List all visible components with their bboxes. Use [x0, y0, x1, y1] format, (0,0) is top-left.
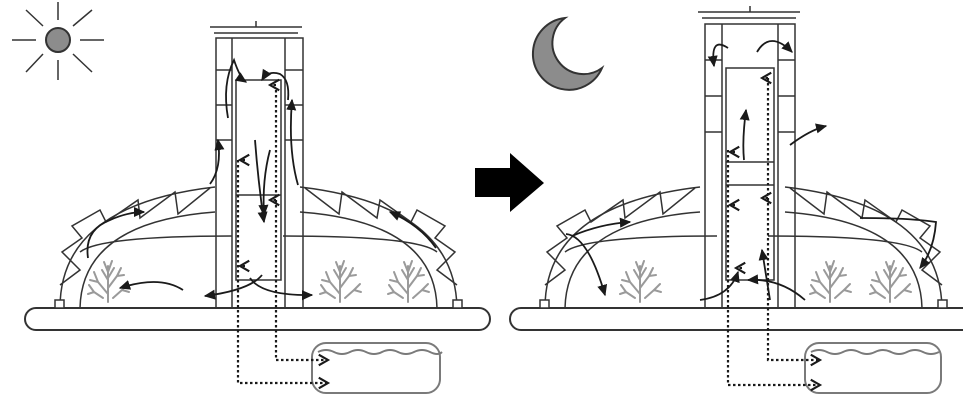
airflow-arrows: [566, 41, 936, 300]
water-tank-icon: [805, 343, 941, 393]
plant-icon: [320, 261, 361, 302]
underground-duct: [238, 85, 328, 383]
ground-slab: [25, 308, 490, 330]
moon-icon: [533, 18, 602, 90]
ground-slab: [510, 308, 963, 330]
airflow-arrows: [87, 60, 436, 296]
plant-icon: [388, 261, 429, 302]
plant-icon: [870, 261, 911, 302]
night-panel: [510, 6, 963, 393]
plant-icon: [810, 261, 851, 302]
greenhouse-truss: [55, 187, 462, 308]
sun-icon: [12, 2, 104, 80]
right-arrow-icon: [475, 153, 544, 212]
water-tank-icon: [312, 343, 442, 393]
day-panel: [12, 2, 490, 393]
plant-icon: [620, 261, 661, 302]
plant-icon: [88, 261, 129, 302]
